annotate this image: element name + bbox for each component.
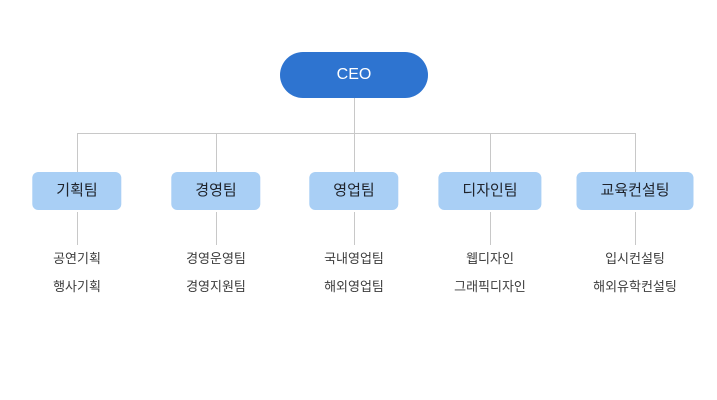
connector-stub-team-5 [635,133,636,172]
sub-item: 입시컨설팅 [605,251,665,266]
sub-item: 공연기획 [53,251,101,266]
node-team-education-consulting: 교육컨설팅 [576,172,694,210]
connector-stub-team-2 [216,133,217,172]
sub-item: 웹디자인 [466,251,514,266]
connector-substub-team-2 [216,212,217,245]
connector-stub-team-1 [77,133,78,172]
node-team-management: 경영팀 [171,172,261,210]
sub-item: 국내영업팀 [324,251,384,266]
sub-item: 그래픽디자인 [454,279,526,294]
connector-stub-team-4 [490,133,491,172]
sub-item: 해외영업팀 [324,279,384,294]
sub-item: 해외유학컨설팅 [593,279,677,294]
node-team-planning: 기획팀 [32,172,122,210]
connector-ceo-vertical [354,98,355,133]
connector-substub-team-1 [77,212,78,245]
node-ceo: CEO [280,52,428,98]
connector-stub-team-3 [354,133,355,172]
connector-horizontal-bus [77,133,635,134]
connector-substub-team-5 [635,212,636,245]
sub-item: 행사기획 [53,279,101,294]
connector-substub-team-3 [354,212,355,245]
node-team-design: 디자인팀 [438,172,542,210]
sub-item: 경영운영팀 [186,251,246,266]
node-team-sales: 영업팀 [309,172,399,210]
sub-item: 경영지원팀 [186,279,246,294]
connector-substub-team-4 [490,212,491,245]
